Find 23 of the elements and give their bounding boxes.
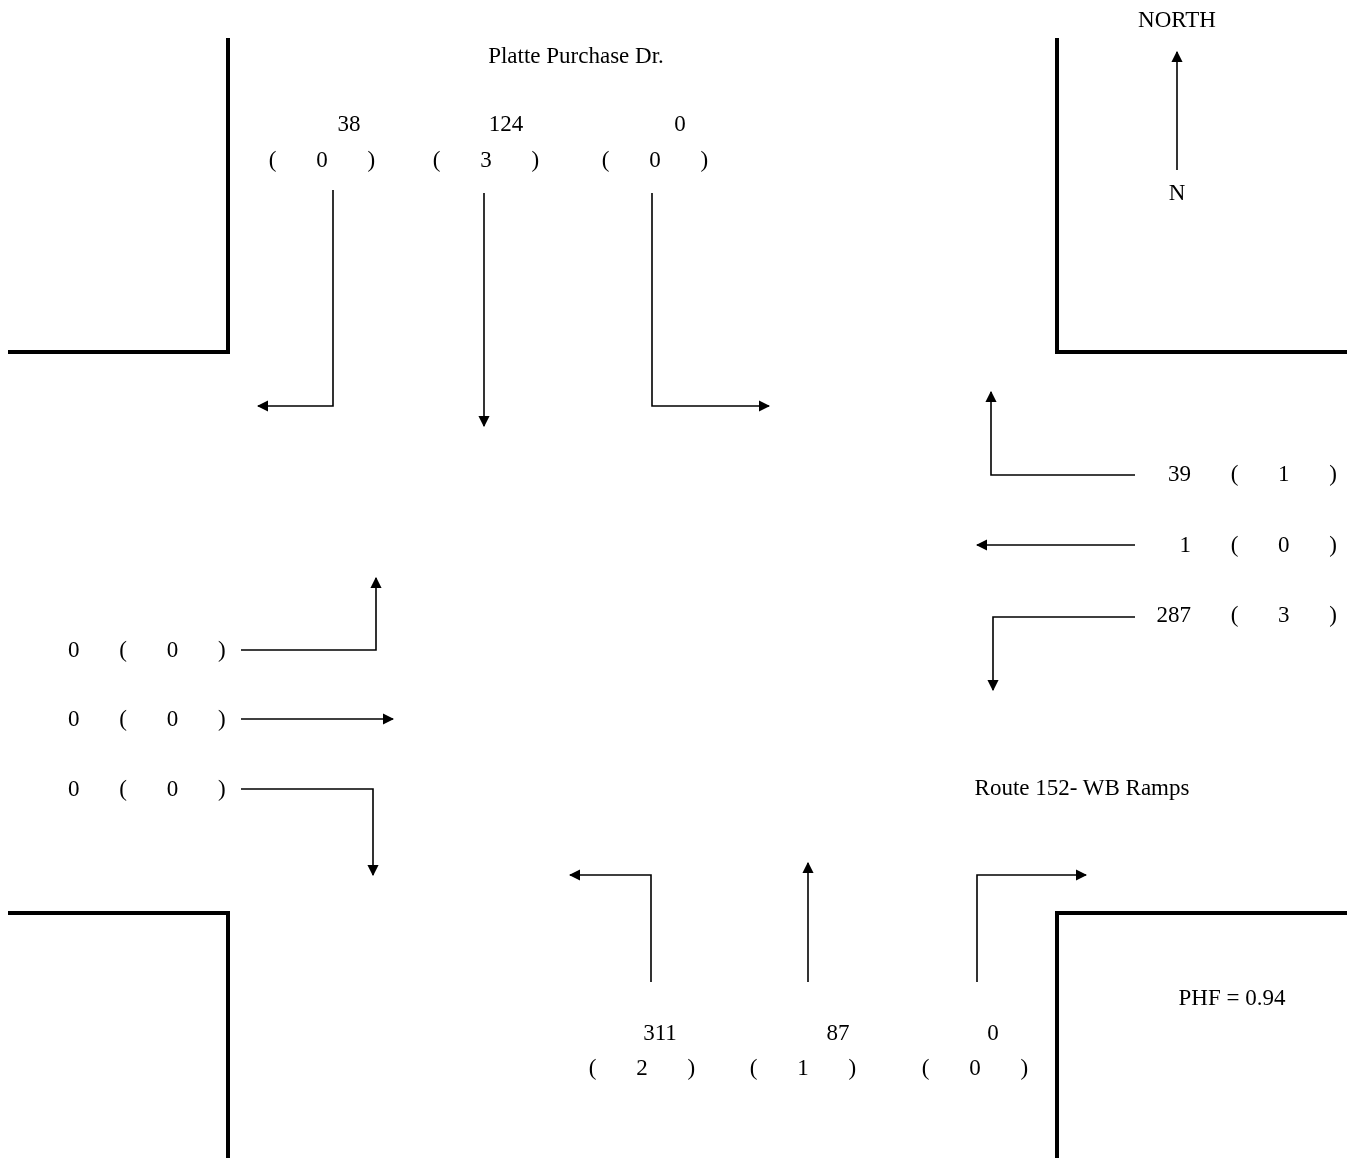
direction-label: N [1168,180,1186,206]
volume-count: 0 ( 0 ) [68,776,226,802]
volume-count: 0 [674,111,686,137]
street-name: Platte Purchase Dr. [488,43,664,69]
volume-count: 38 [337,111,361,137]
street-name: Route 152- WB Ramps [974,775,1190,801]
volume-count: 39 ( 1 ) [1167,461,1337,487]
volume-count: 87 [826,1020,850,1046]
heavy-vehicle-count: ( 3 ) [432,147,540,173]
direction-label: NORTH [1138,7,1216,33]
volume-count: 1 ( 0 ) [1179,532,1337,558]
heavy-vehicle-count: ( 2 ) [588,1055,696,1081]
volume-count: 0 ( 0 ) [68,637,226,663]
volume-count: 287 ( 3 ) [1156,602,1337,628]
volume-count: 311 [643,1020,677,1046]
volume-count: 124 [488,111,524,137]
heavy-vehicle-count: ( 0 ) [601,147,709,173]
phf-note: PHF = 0.94 [1178,985,1286,1011]
volume-count: 0 ( 0 ) [68,706,226,732]
heavy-vehicle-count: ( 0 ) [268,147,376,173]
heavy-vehicle-count: ( 0 ) [921,1055,1029,1081]
heavy-vehicle-count: ( 1 ) [749,1055,857,1081]
volume-count: 0 [987,1020,999,1046]
